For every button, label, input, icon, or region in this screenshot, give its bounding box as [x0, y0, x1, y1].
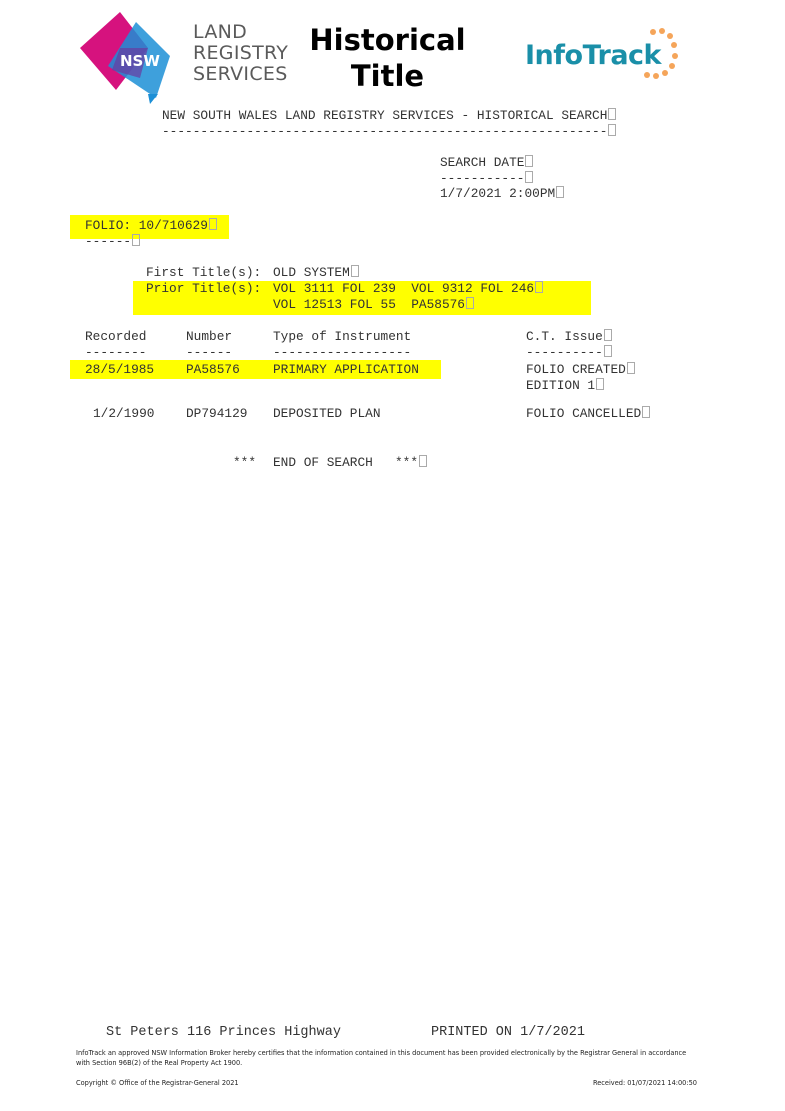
- document-title: Historical Title: [300, 22, 475, 94]
- row-number: DP794129: [186, 406, 248, 421]
- infotrack-logo-text: InfoTrack: [525, 40, 662, 71]
- col-recorded-rule: --------: [85, 345, 147, 360]
- footer-printed-on: PRINTED ON 1/7/2021: [431, 1025, 585, 1040]
- col-number-rule: ------: [186, 345, 233, 360]
- row-recorded: 1/2/1990: [93, 406, 155, 421]
- row-ct-issue-2: EDITION 1: [526, 378, 604, 393]
- col-type-rule: ------------------: [273, 345, 412, 360]
- footer-copyright: Copyright © Office of the Registrar-Gene…: [76, 1079, 239, 1087]
- prior-title-label: Prior Title(s):: [146, 281, 262, 296]
- title-line-2: Title: [350, 59, 425, 93]
- col-recorded: Recorded: [85, 329, 147, 344]
- report-heading-rule: ----------------------------------------…: [162, 124, 616, 139]
- footer-address: St Peters 116 Princes Highway: [106, 1025, 341, 1040]
- row-ct-issue: FOLIO CREATED: [526, 362, 635, 377]
- col-number: Number: [186, 329, 233, 344]
- search-date-rule: -----------: [440, 171, 533, 186]
- lrs-line-3: SERVICES: [193, 63, 288, 85]
- search-date-label: SEARCH DATE: [440, 155, 533, 170]
- row-type: PRIMARY APPLICATION: [273, 362, 419, 377]
- first-title-value: OLD SYSTEM: [273, 265, 359, 280]
- nsw-waratah-icon: [80, 12, 170, 104]
- row-recorded: 28/5/1985: [85, 362, 155, 377]
- title-line-1: Historical: [309, 23, 466, 57]
- infotrack-dots-icon: [644, 28, 678, 79]
- end-stars-left: ***: [233, 455, 257, 470]
- folio-number: FOLIO: 10/710629: [85, 218, 217, 233]
- prior-title-line-2: VOL 12513 FOL 55 PA58576: [273, 297, 474, 312]
- footer-certification: InfoTrack an approved NSW Information Br…: [76, 1049, 687, 1067]
- col-ct-issue-rule: ----------: [526, 345, 612, 360]
- lrs-line-2: REGISTRY: [193, 42, 289, 64]
- first-title-label: First Title(s):: [146, 265, 262, 280]
- col-type: Type of Instrument: [273, 329, 412, 344]
- nsw-logo-text: NSW: [120, 52, 160, 70]
- prior-title-line-1: VOL 3111 FOL 239 VOL 9312 FOL 246: [273, 281, 543, 296]
- col-ct-issue: C.T. Issue: [526, 329, 612, 344]
- lrs-line-1: LAND: [193, 21, 248, 43]
- report-heading: NEW SOUTH WALES LAND REGISTRY SERVICES -…: [162, 108, 616, 123]
- end-of-search: END OF SEARCH: [273, 455, 373, 470]
- row-ct-issue: FOLIO CANCELLED: [526, 406, 650, 421]
- folio-rule: ------: [85, 234, 140, 249]
- end-stars-right: ***: [395, 455, 427, 470]
- infotrack-logo: InfoTrack: [525, 28, 685, 88]
- row-highlight: [70, 360, 441, 379]
- lrs-logo-text: LAND REGISTRY SERVICES: [193, 22, 288, 85]
- search-date: 1/7/2021 2:00PM: [440, 186, 564, 201]
- nsw-lrs-logo: NSW: [78, 8, 178, 104]
- row-number: PA58576: [186, 362, 240, 377]
- row-type: DEPOSITED PLAN: [273, 406, 381, 421]
- footer-received: Received: 01/07/2021 14:00:50: [592, 1079, 697, 1087]
